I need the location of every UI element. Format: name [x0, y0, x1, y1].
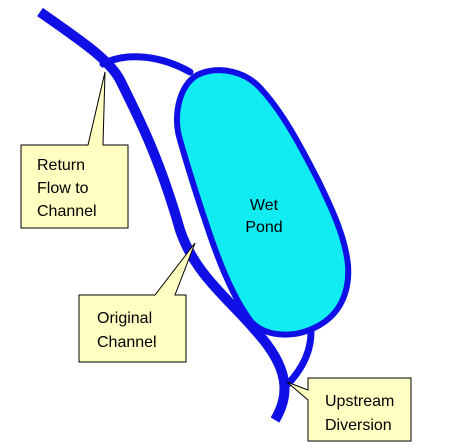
- upstream-diversion-channel: [284, 328, 315, 388]
- upstream-diversion-label-line2: Diversion: [325, 417, 392, 434]
- return-flow-callout-box: [20, 71, 129, 229]
- upstream-diversion-label-line1: Upstream: [325, 393, 394, 410]
- return-flow-label-line1: Return: [37, 157, 85, 174]
- original-channel-callout-box: [78, 242, 196, 363]
- original-channel-label-line1: Original: [97, 310, 152, 327]
- upstream-diversion-callout-box: [286, 377, 412, 442]
- pond-label-line2: Pond: [245, 219, 282, 236]
- return-flow-label-line3: Channel: [37, 203, 97, 220]
- return-flow-label-line2: Flow to: [37, 180, 89, 197]
- return-flow-channel: [99, 53, 194, 76]
- wet-pond: [174, 67, 352, 338]
- original-channel-label-line2: Channel: [97, 334, 157, 351]
- pond-label-line1: Wet: [250, 197, 279, 214]
